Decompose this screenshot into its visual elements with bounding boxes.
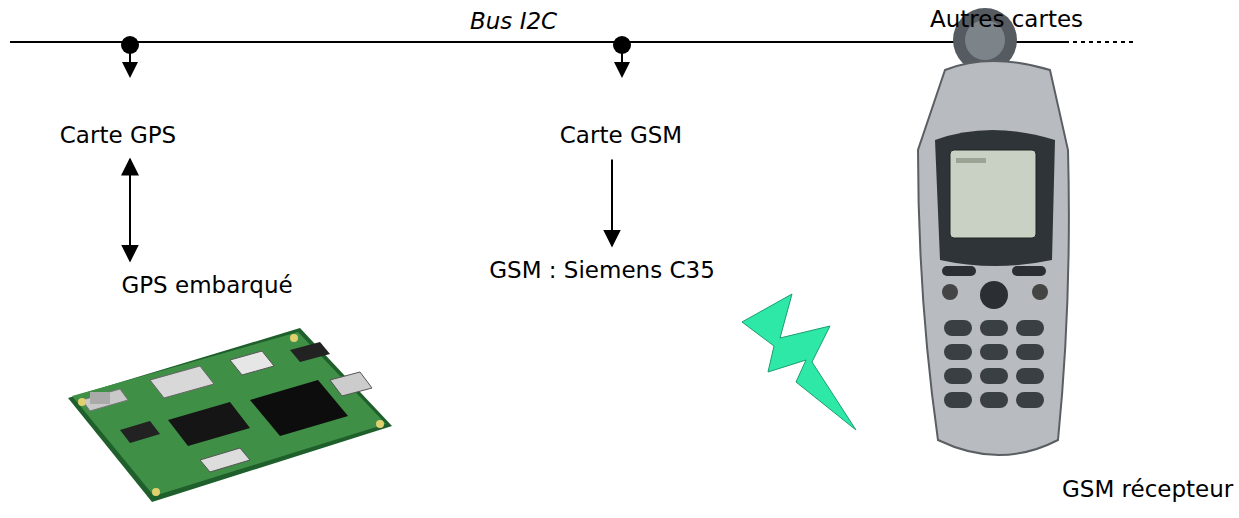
mobile-phone-picture <box>918 8 1069 455</box>
link-arrow <box>611 160 613 246</box>
bus-continuation-label: Autres cartes <box>930 6 1083 33</box>
node-text: GPS embarqué <box>121 272 292 299</box>
node-text: GSM : Siemens C35 <box>489 257 715 284</box>
card-label: Carte GSM <box>554 113 688 158</box>
phone-caption: GSM récepteur <box>1062 476 1233 503</box>
card-label: Carte GPS <box>54 113 182 158</box>
card-label: GSM : Siemens C35 <box>483 248 721 293</box>
node-text: Carte GPS <box>60 122 176 149</box>
card-label: GPS embarqué <box>115 263 298 308</box>
gps-board-picture <box>68 328 392 502</box>
link-arrow <box>129 160 131 261</box>
bus-name: Bus I2C <box>470 8 557 35</box>
radio-lightning <box>742 294 856 430</box>
node-text: Carte GSM <box>560 122 682 149</box>
